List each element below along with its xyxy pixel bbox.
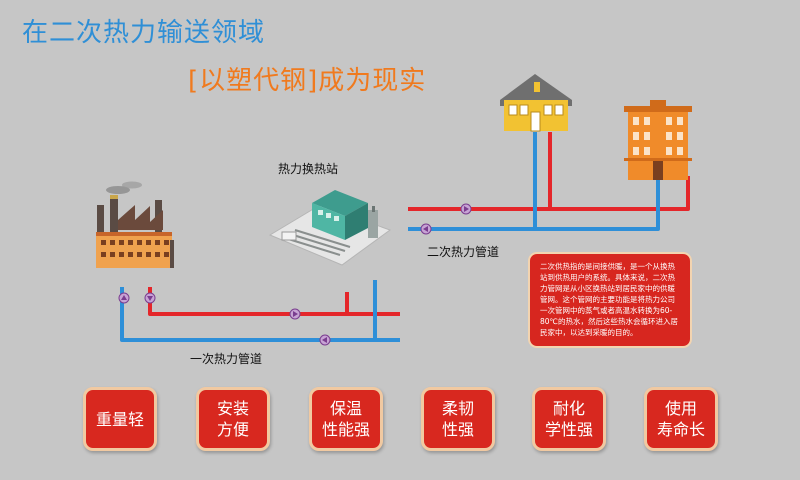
pump-icon [144, 292, 156, 304]
feature-label: 耐化 学性强 [544, 399, 593, 439]
secondary-pipe-label: 二次热力管道 [427, 245, 500, 259]
feature-label: 重量轻 [95, 409, 144, 429]
pump-icon [460, 203, 472, 215]
pump-icon [420, 223, 432, 235]
feature-label: 使用 寿命长 [656, 399, 705, 439]
primary-pipes [120, 280, 400, 342]
feature-easy-install: 安装 方便 [196, 387, 270, 451]
feature-label: 柔韧 性强 [441, 399, 474, 439]
main-title: 在二次热力输送领域 [22, 18, 266, 48]
pump-icon [319, 334, 331, 346]
primary-pipe-label: 一次热力管道 [190, 352, 263, 366]
pump-icon [289, 308, 301, 320]
info-box: 二次供热指的是间接供暖，是一个从换热站到供热用户的系统。具体来说，二次热力管网是… [528, 252, 692, 348]
pump-icon [118, 292, 130, 304]
subtitle: [以塑代钢]成为现实 [188, 66, 427, 96]
feature-lightweight: 重量轻 [83, 387, 157, 451]
station-label: 热力换热站 [278, 162, 339, 176]
factory-icon [96, 181, 174, 268]
feature-flexibility: 柔韧 性强 [421, 387, 495, 451]
feature-chemical-resistance: 耐化 学性强 [532, 387, 606, 451]
apartment-building-icon [624, 100, 692, 180]
secondary-pipes [408, 132, 690, 231]
feature-label: 安装 方便 [216, 399, 249, 439]
feature-insulation: 保温 性能强 [309, 387, 383, 451]
house-icon [500, 74, 572, 132]
feature-label: 保温 性能强 [321, 399, 370, 439]
heat-exchange-station-icon [268, 190, 392, 266]
feature-long-life: 使用 寿命长 [644, 387, 718, 451]
